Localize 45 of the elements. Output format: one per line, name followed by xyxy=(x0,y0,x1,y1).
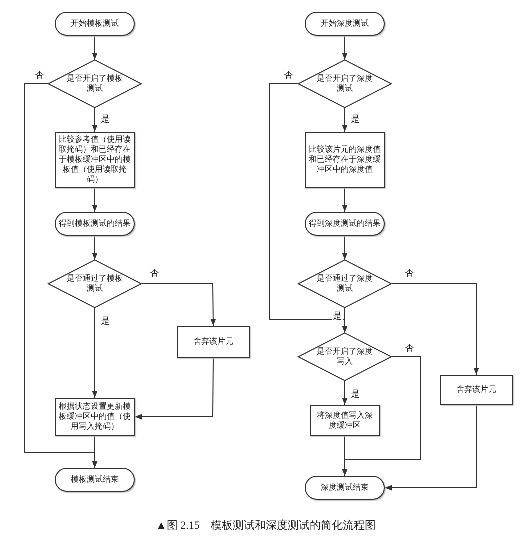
arrow xyxy=(270,84,348,334)
decision-diamond: 是否开启了模板测试 xyxy=(48,60,142,108)
terminal-box: 开始模板测试 xyxy=(55,12,135,36)
edge-label: 是 xyxy=(100,316,111,326)
arrow xyxy=(92,308,98,398)
process-box: 将深度值写入深度缓冲区 xyxy=(310,405,380,436)
edge-label: 否 xyxy=(34,70,45,80)
edge-label: 否 xyxy=(283,70,294,80)
edge-label: 是 xyxy=(350,389,361,399)
terminal-box: 深度测试结束 xyxy=(305,476,385,500)
arrow xyxy=(342,436,348,476)
arrow xyxy=(384,404,478,491)
process-box: 比较该片元的深度值和已经存在于深度缓冲区中的深度值 xyxy=(305,132,385,188)
process-box: 根据状态设置更新模板缓冲区中的值（使用写入掩码） xyxy=(55,398,135,436)
arrow xyxy=(92,236,98,260)
edge-label: 是 xyxy=(332,311,343,321)
arrow xyxy=(92,36,98,60)
process-box: 比较参考值（使用读取掩码）和已经存在于模板缓冲区中的模板值（使用读取掩码） xyxy=(55,132,135,188)
figure-caption: ▲图 2.15 模板测试和深度测试的简化流程图 xyxy=(155,518,377,533)
process-box: 舍弃该片元 xyxy=(177,326,250,358)
arrow xyxy=(342,108,348,132)
arrow xyxy=(92,108,98,132)
arrow xyxy=(92,188,98,212)
arrow xyxy=(392,284,480,376)
terminal-box: 得到深度测试的结果 xyxy=(305,212,385,236)
edge-label: 否 xyxy=(404,343,415,353)
arrow xyxy=(342,36,348,60)
edge-label: 是 xyxy=(350,114,361,124)
terminal-box: 得到模板测试的结果 xyxy=(55,212,135,236)
terminal-box: 开始深度测试 xyxy=(305,12,385,36)
edge-label: 否 xyxy=(404,268,415,278)
terminal-box: 模板测试结束 xyxy=(55,468,135,492)
arrow xyxy=(342,380,348,406)
decision-diamond: 是否开启了深度测试 xyxy=(298,60,392,108)
edge-label: 是 xyxy=(100,114,111,124)
decision-diamond: 是否开启了深度写入 xyxy=(298,333,392,381)
decision-diamond: 是否通过了模板测试 xyxy=(48,260,142,308)
process-box: 舍弃该片元 xyxy=(440,375,513,405)
arrow xyxy=(342,188,348,212)
arrow xyxy=(342,236,348,260)
edge-label: 否 xyxy=(149,268,160,278)
arrow xyxy=(142,284,216,326)
arrow xyxy=(92,436,98,468)
arrow xyxy=(134,358,214,420)
decision-diamond: 是否通过了深度测试 xyxy=(298,260,392,308)
